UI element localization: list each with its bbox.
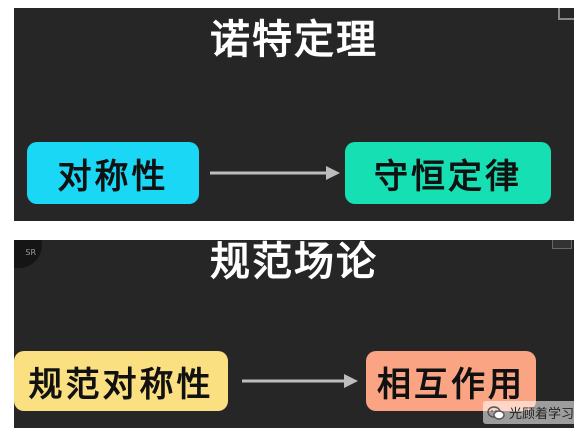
corner-bracket-icon <box>558 8 574 20</box>
gauge-theory-panel: SR 规范场论 规范对称性 相互作用 <box>14 240 574 428</box>
interaction-box: 相互作用 <box>366 351 536 411</box>
gauge-symmetry-box: 规范对称性 <box>14 351 228 411</box>
box-label: 对称性 <box>57 156 169 197</box>
conservation-law-box: 守恒定律 <box>345 142 551 204</box>
arrow-right-icon <box>242 371 358 391</box>
watermark: 光顾着学习 <box>482 401 578 424</box>
corner-tab-icon <box>552 240 572 249</box>
panel-title: 诺特定理 <box>210 17 378 63</box>
watermark-text: 光顾着学习 <box>508 407 574 422</box>
noether-panel: 诺特定理 对称性 守恒定律 <box>14 8 574 221</box>
symmetry-box: 对称性 <box>27 142 199 204</box>
panel-title: 规范场论 <box>210 240 378 285</box>
box-label: 规范对称性 <box>28 364 214 405</box>
wechat-icon <box>487 405 505 420</box>
arrow-right-icon <box>210 163 340 183</box>
corner-badge-label: SR <box>25 247 36 257</box>
box-label: 守恒定律 <box>374 156 522 197</box>
box-label: 相互作用 <box>377 364 525 405</box>
